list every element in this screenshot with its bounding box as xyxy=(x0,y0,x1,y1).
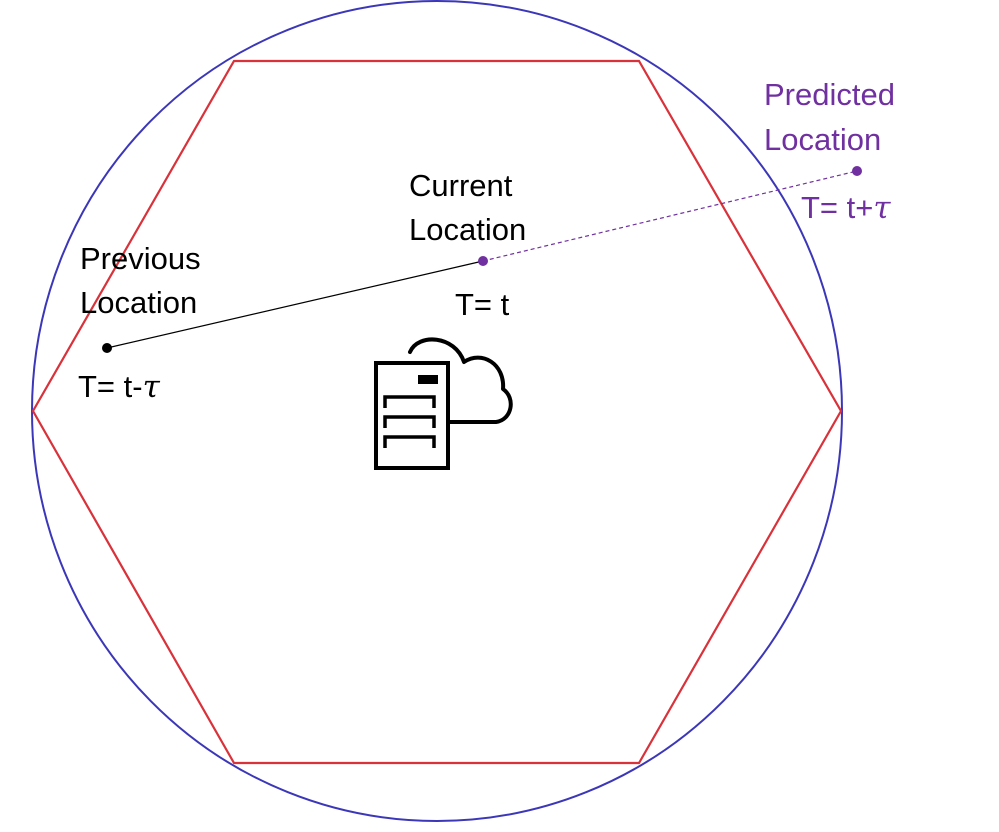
current-location-point xyxy=(478,256,488,266)
previous-time-tau: τ xyxy=(143,369,161,405)
current-time-label: T= t xyxy=(455,287,510,322)
predicted-time-label: T= t+τ xyxy=(801,190,891,226)
current-location-label-line1: Current xyxy=(409,168,513,203)
server-with-cloud-icon xyxy=(374,337,513,470)
previous-location-label-line1: Previous xyxy=(80,241,201,276)
predicted-trajectory-line xyxy=(482,170,858,262)
predicted-location-label-line2: Location xyxy=(764,122,881,157)
previous-location-point xyxy=(102,343,112,353)
current-location-label-line2: Location xyxy=(409,212,526,247)
server-icon xyxy=(374,361,450,470)
previous-location-label-line2: Location xyxy=(80,285,197,320)
predicted-time-tau: τ xyxy=(873,190,891,226)
known-trajectory-line xyxy=(106,260,484,349)
predicted-location-point xyxy=(852,166,862,176)
predicted-time-prefix: T= t+ xyxy=(801,190,873,225)
hexagon-cell xyxy=(31,59,843,765)
predicted-location-label-line1: Predicted xyxy=(764,77,895,112)
previous-time-prefix: T= t- xyxy=(78,369,143,404)
cloud-icon xyxy=(408,337,513,424)
previous-time-label: T= t-τ xyxy=(78,369,161,405)
